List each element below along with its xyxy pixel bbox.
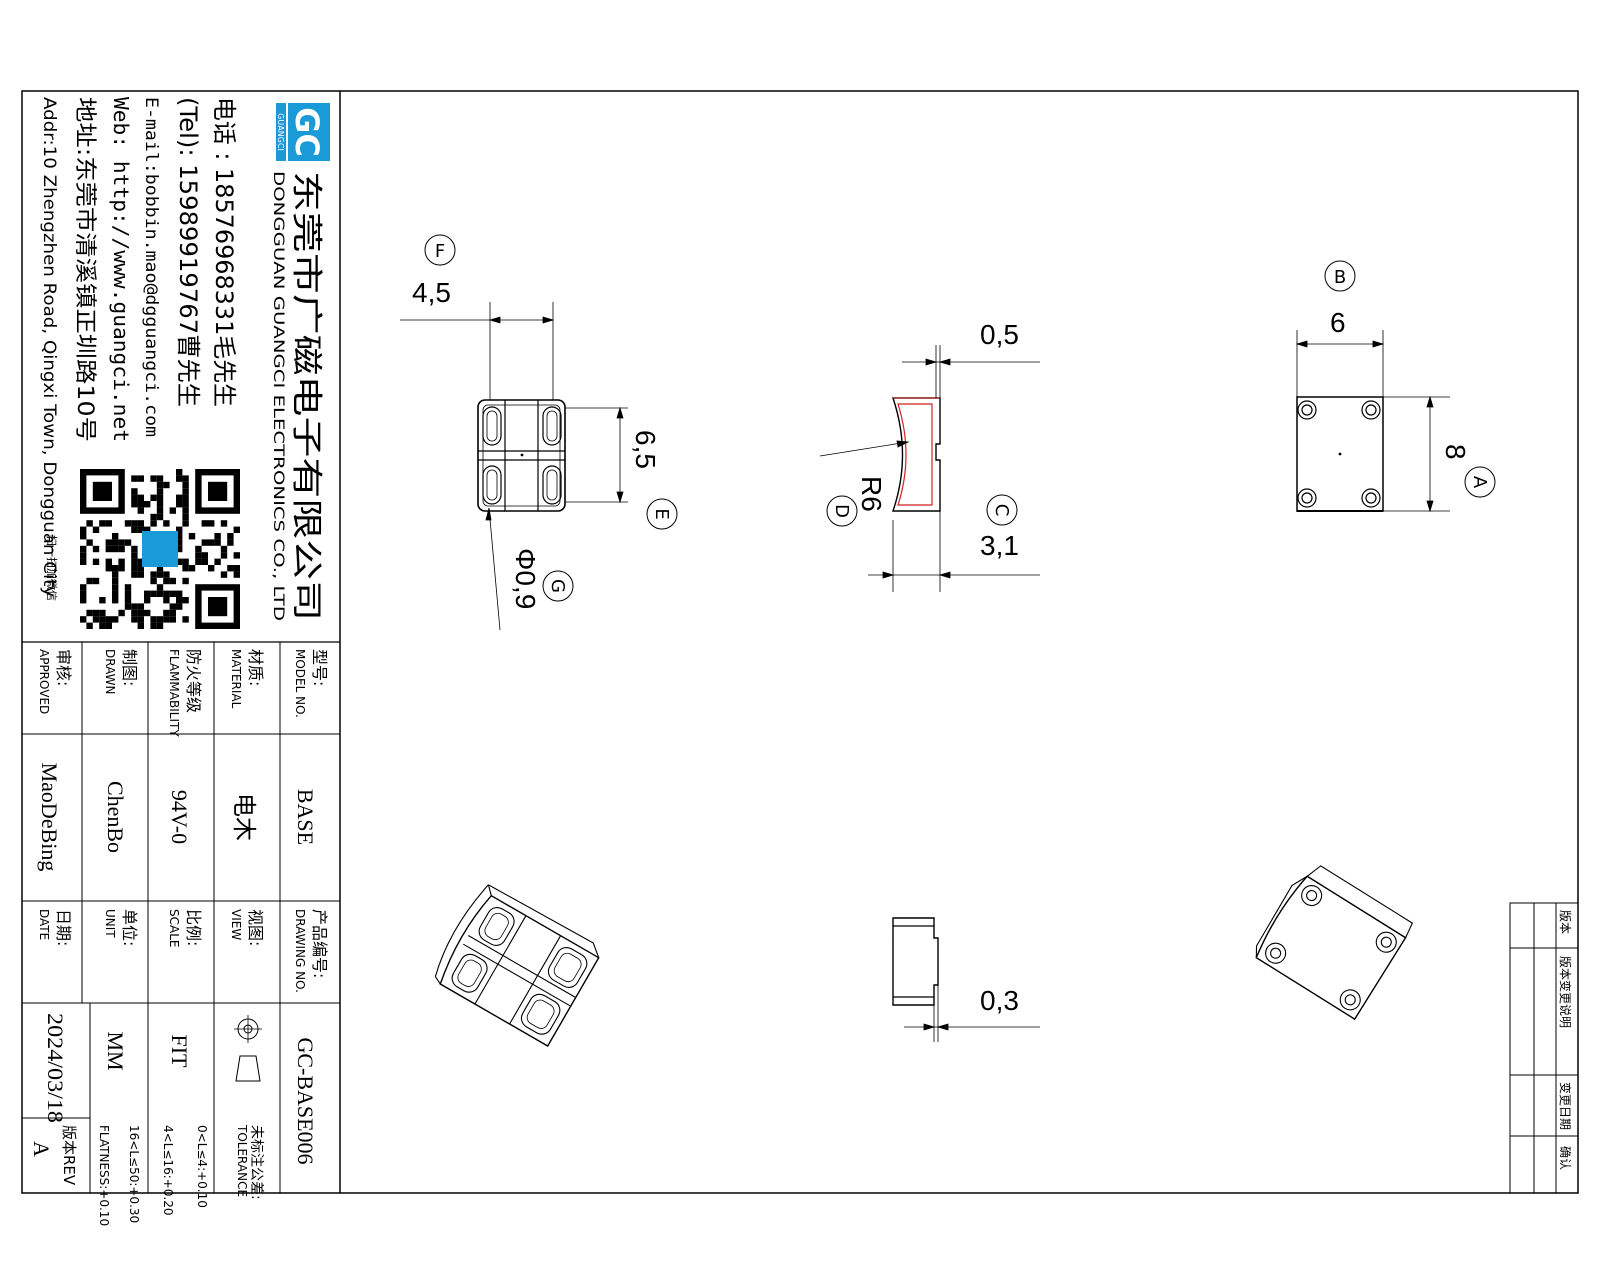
fire-label-en: FLAMMABILITY [167, 649, 181, 737]
balloon-e: E [646, 498, 678, 530]
revision-block: 版本 版本变更说明 变更日期 确认 [1509, 902, 1579, 1194]
part-label: 产品编号: [310, 909, 329, 978]
balloon-d: D [826, 495, 858, 527]
part-value: GC-BASE006 [293, 1037, 318, 1164]
date-label-en: DATE [37, 909, 51, 940]
unit-label: 单位: [120, 909, 139, 946]
tolerance-line-1: 0<L≤4:+0.10 [195, 1125, 209, 1208]
dim-4-5: 4,5 [412, 277, 451, 308]
drawn-label: 制图: [120, 649, 139, 686]
dim-r6: R6 [856, 476, 887, 512]
svg-text:G: G [547, 579, 568, 593]
contact-address-cn: 地址:东莞市清溪镇正圳路10号 [72, 97, 97, 442]
view-label: 视图: [246, 909, 265, 946]
front-view-dimensions [400, 302, 628, 631]
logo-subtext: GUANGCI [276, 113, 285, 151]
scale-label-en: SCALE [167, 909, 181, 947]
dim-8: 8 [1440, 444, 1471, 460]
front-view [477, 399, 566, 512]
svg-text:A: A [1469, 476, 1490, 489]
company-logo: GC GUANGCI [276, 103, 330, 161]
contact-web: Web: http://www.guangci.net [109, 97, 133, 442]
tolerance-line-2: 4<L≤16:+0.20 [161, 1125, 175, 1216]
isometric-view-bottom [1255, 865, 1414, 1021]
dim-6-5: 6,5 [630, 430, 661, 469]
material-value: 电木 [230, 793, 258, 841]
revision-header-date: 变更日期 [1558, 1082, 1573, 1130]
approved-label-en: APPROVED [37, 649, 51, 714]
revision-header-description: 版本变更说明 [1558, 956, 1573, 1028]
svg-text:C: C [991, 504, 1012, 517]
bottom-view-dimensions [1295, 330, 1450, 513]
date-value: 2024/03/18 [43, 1013, 68, 1123]
svg-text:E: E [651, 508, 672, 519]
tolerance-line-3: 16<L≤50:+0.30 [127, 1125, 141, 1223]
rev-label: 版本REV [60, 1125, 78, 1186]
contact-tel: (Tel): 15989919767曹先生 [174, 97, 202, 407]
tolerance-title: 未标注公差: [248, 1125, 264, 1200]
company-name-cn: 东莞市广磁电子有限公司 [288, 171, 324, 621]
unit-label-en: UNIT [103, 909, 117, 938]
dim-0-3: 0,3 [980, 985, 1019, 1016]
date-label: 日期: [54, 909, 73, 946]
material-label-en: MATERIAL [229, 649, 243, 709]
bottom-view [1296, 396, 1384, 512]
contact-address-en: Addr:10 Zhengzhen Road, Qingxi Town, Don… [39, 97, 59, 597]
dim-3-1: 3,1 [980, 530, 1019, 561]
view-label-en: VIEW [229, 909, 243, 940]
revision-header-version: 版本 [1558, 910, 1572, 934]
contact-phone: 电话 : 18576968331毛先生 [210, 97, 238, 407]
logo-text: GC [288, 107, 326, 157]
projection-symbol [234, 1015, 262, 1082]
side-view [892, 397, 941, 512]
balloon-g: G [542, 570, 574, 602]
tolerance-line-4: FLATNESS:+0.10 [97, 1125, 111, 1226]
svg-text:B: B [1334, 267, 1346, 288]
qr-code [79, 469, 240, 630]
approved-label: 审核: [54, 649, 73, 686]
dim-6: 6 [1330, 307, 1346, 338]
contact-email: E-mail:bobbin.mao@dgguangci.com [141, 97, 161, 437]
model-label: 型号: [310, 649, 329, 686]
rev-value: A [29, 1141, 54, 1157]
balloon-b: B [1324, 260, 1356, 292]
balloon-c: C [986, 494, 1018, 526]
revision-header-confirm: 确认 [1558, 1146, 1572, 1170]
tolerance-title-en: TOLERANCE [235, 1124, 249, 1197]
balloon-f: F [424, 234, 456, 266]
part-label-en: DRAWING NO. [293, 909, 307, 993]
company-name-en: DONGGUAN GUANGCI ELECTRONICS CO., LTD [270, 171, 286, 621]
scale-value: FIT [167, 1035, 192, 1069]
dim-0-5: 0,5 [980, 319, 1019, 350]
end-view-dimensions [904, 985, 1040, 1042]
model-label-en: MODEL NO. [293, 649, 307, 718]
unit-value: MM [103, 1031, 128, 1070]
drawn-label-en: DRAWN [103, 649, 117, 695]
title-block: GC GUANGCI 东莞市广磁电子有限公司 DONGGUAN GUANGCI … [22, 97, 340, 1226]
model-value: BASE [293, 789, 318, 845]
scale-label: 比例: [184, 909, 203, 946]
isometric-view-top [434, 884, 600, 1047]
svg-text:F: F [435, 241, 445, 262]
dim-diameter-0-9: Φ0,9 [510, 548, 541, 609]
fire-label: 防火等级 [184, 649, 203, 713]
end-view [892, 917, 939, 1006]
fire-value: 94V-0 [167, 790, 192, 844]
balloon-a: A [1464, 466, 1496, 498]
qr-caption: 扫一扫加微信 [45, 535, 59, 601]
drawn-value: ChenBo [103, 781, 128, 853]
material-label: 材质: [246, 649, 265, 686]
approved-value: MaoDeBing [37, 763, 62, 872]
side-view-dimensions [819, 345, 1040, 592]
svg-text:D: D [831, 504, 852, 518]
